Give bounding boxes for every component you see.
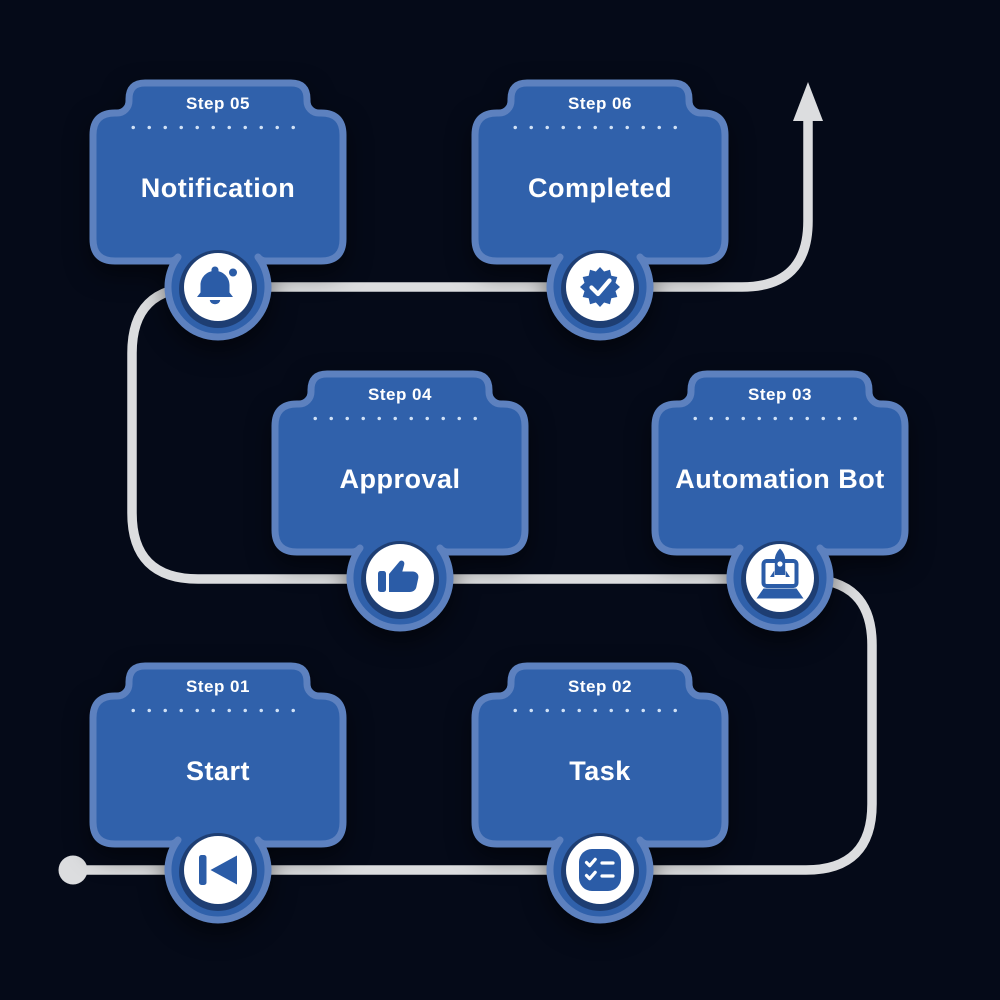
step-label: Step 05 xyxy=(186,94,250,113)
thumbs-up-icon xyxy=(378,560,419,592)
step-card-automation-bot: Step 03 Automation Bot xyxy=(651,370,909,632)
flow-path xyxy=(73,119,877,875)
task-checklist-icon xyxy=(579,849,621,891)
badge-shape xyxy=(89,662,347,924)
step-title: Task xyxy=(569,755,631,786)
step-label: Step 01 xyxy=(186,677,250,696)
dots-divider xyxy=(131,708,305,713)
dots-divider xyxy=(513,125,687,130)
laptop-rocket-icon xyxy=(756,548,804,599)
step-title: Notification xyxy=(140,172,296,203)
badge-shape xyxy=(471,79,729,341)
step-card-task: Step 02 Task xyxy=(471,662,729,924)
badge-shape xyxy=(471,662,729,924)
skip-start-icon xyxy=(199,855,237,885)
step-title: Completed xyxy=(527,172,672,203)
step-label: Step 03 xyxy=(748,385,812,404)
step-card-notification: Step 05 Notification xyxy=(89,79,347,341)
step-card-approval: Step 04 Approval xyxy=(271,370,529,632)
dots-divider xyxy=(131,125,305,130)
badge-shape xyxy=(651,370,909,632)
up-arrow-icon xyxy=(793,82,823,121)
step-card-start: Step 01 Start xyxy=(89,662,347,924)
step-title: Automation Bot xyxy=(675,463,885,494)
dots-divider xyxy=(313,416,487,421)
dots-divider xyxy=(693,416,867,421)
step-title: Start xyxy=(185,755,250,786)
step-label: Step 04 xyxy=(368,385,432,404)
step-title: Approval xyxy=(339,463,461,494)
step-label: Step 02 xyxy=(568,677,632,696)
notification-bell-icon xyxy=(197,265,240,305)
badge-shape xyxy=(271,370,529,632)
verified-badge-icon xyxy=(580,267,620,307)
step-label: Step 06 xyxy=(568,94,632,113)
dots-divider xyxy=(513,708,687,713)
badge-shape xyxy=(89,79,347,341)
step-card-completed: Step 06 Completed xyxy=(471,79,729,341)
